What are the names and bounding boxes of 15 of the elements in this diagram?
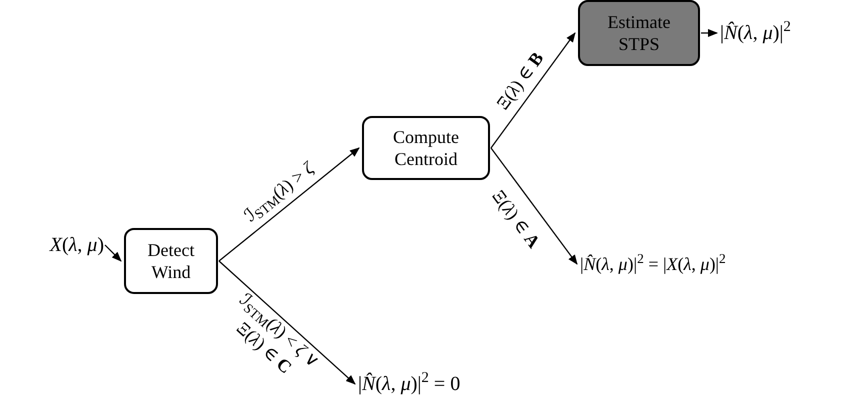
expression-text: X(λ, μ) [2,230,104,260]
expression-text: |N̂(λ, μ)|$^{2}$ = 0 [358,369,558,399]
arrow [218,260,356,385]
arrow [218,147,360,262]
process-box: Compute Centroid [362,116,490,180]
edge-label: Ξ(λ) ∈ B [492,48,548,114]
edge-label: Ξ(λ) ∈ A [488,186,546,253]
expression-text: |N̂(λ, μ)|$^{2}$ = |X(λ, μ)|$^{2}$ [580,249,866,279]
process-box: Estimate STPS [578,0,700,66]
expression-text: |N̂(λ, μ)|$^{2}$ [720,18,866,48]
arrow [104,244,122,262]
arrow [490,148,578,265]
arrow [490,32,576,148]
process-box: Detect Wind [124,228,218,294]
arrow [701,29,718,37]
